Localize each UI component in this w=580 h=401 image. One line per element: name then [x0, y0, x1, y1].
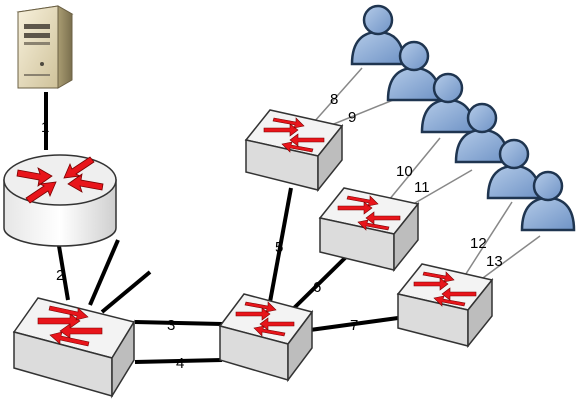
- user-icon: [386, 40, 442, 102]
- link-label-9: 9: [348, 109, 356, 126]
- user-icon: [486, 138, 542, 200]
- users-group: [350, 4, 576, 232]
- user-icon: [420, 72, 476, 134]
- server-icon: [16, 5, 74, 89]
- user-icon: [350, 4, 406, 66]
- router-arrows-icon: [16, 156, 104, 204]
- link-label-8: 8: [330, 91, 338, 108]
- link-5-line: [268, 187, 293, 303]
- switch-right-icon: [396, 263, 494, 349]
- user-icon: [520, 170, 576, 232]
- link-label-2: 2: [56, 267, 64, 284]
- link-3-line: [134, 320, 223, 326]
- link-label-1: 1: [41, 119, 49, 136]
- link-9-line: [323, 97, 399, 129]
- link-8-line: [313, 67, 363, 123]
- link-label-10: 10: [396, 163, 413, 180]
- stub-line-a: [88, 239, 120, 306]
- links-layer: [44, 67, 541, 364]
- link-10-line: [383, 137, 441, 207]
- router-icon: [3, 154, 117, 247]
- switch-top-icon: [244, 109, 344, 193]
- stub-line-b: [100, 270, 152, 314]
- switch-center-icon: [218, 293, 314, 383]
- link-12-line: [461, 201, 513, 281]
- switch-main-icon: [12, 297, 136, 399]
- link-4-line: [134, 358, 223, 364]
- link-label-4: 4: [176, 355, 184, 372]
- link-7-line: [309, 316, 399, 332]
- switch-mid-icon: [318, 187, 420, 273]
- link-label-13: 13: [486, 253, 503, 270]
- link-labels: 1 2 3 4 5 6 7 8 9 10 11 12 13: [41, 91, 503, 372]
- link-label-12: 12: [470, 235, 487, 252]
- link-6-line: [290, 255, 348, 312]
- link-label-3: 3: [167, 317, 175, 334]
- link-2-line: [56, 239, 70, 301]
- link-label-7: 7: [350, 317, 358, 334]
- link-label-5: 5: [275, 239, 283, 256]
- link-label-11: 11: [414, 179, 430, 196]
- link-label-6: 6: [313, 279, 321, 296]
